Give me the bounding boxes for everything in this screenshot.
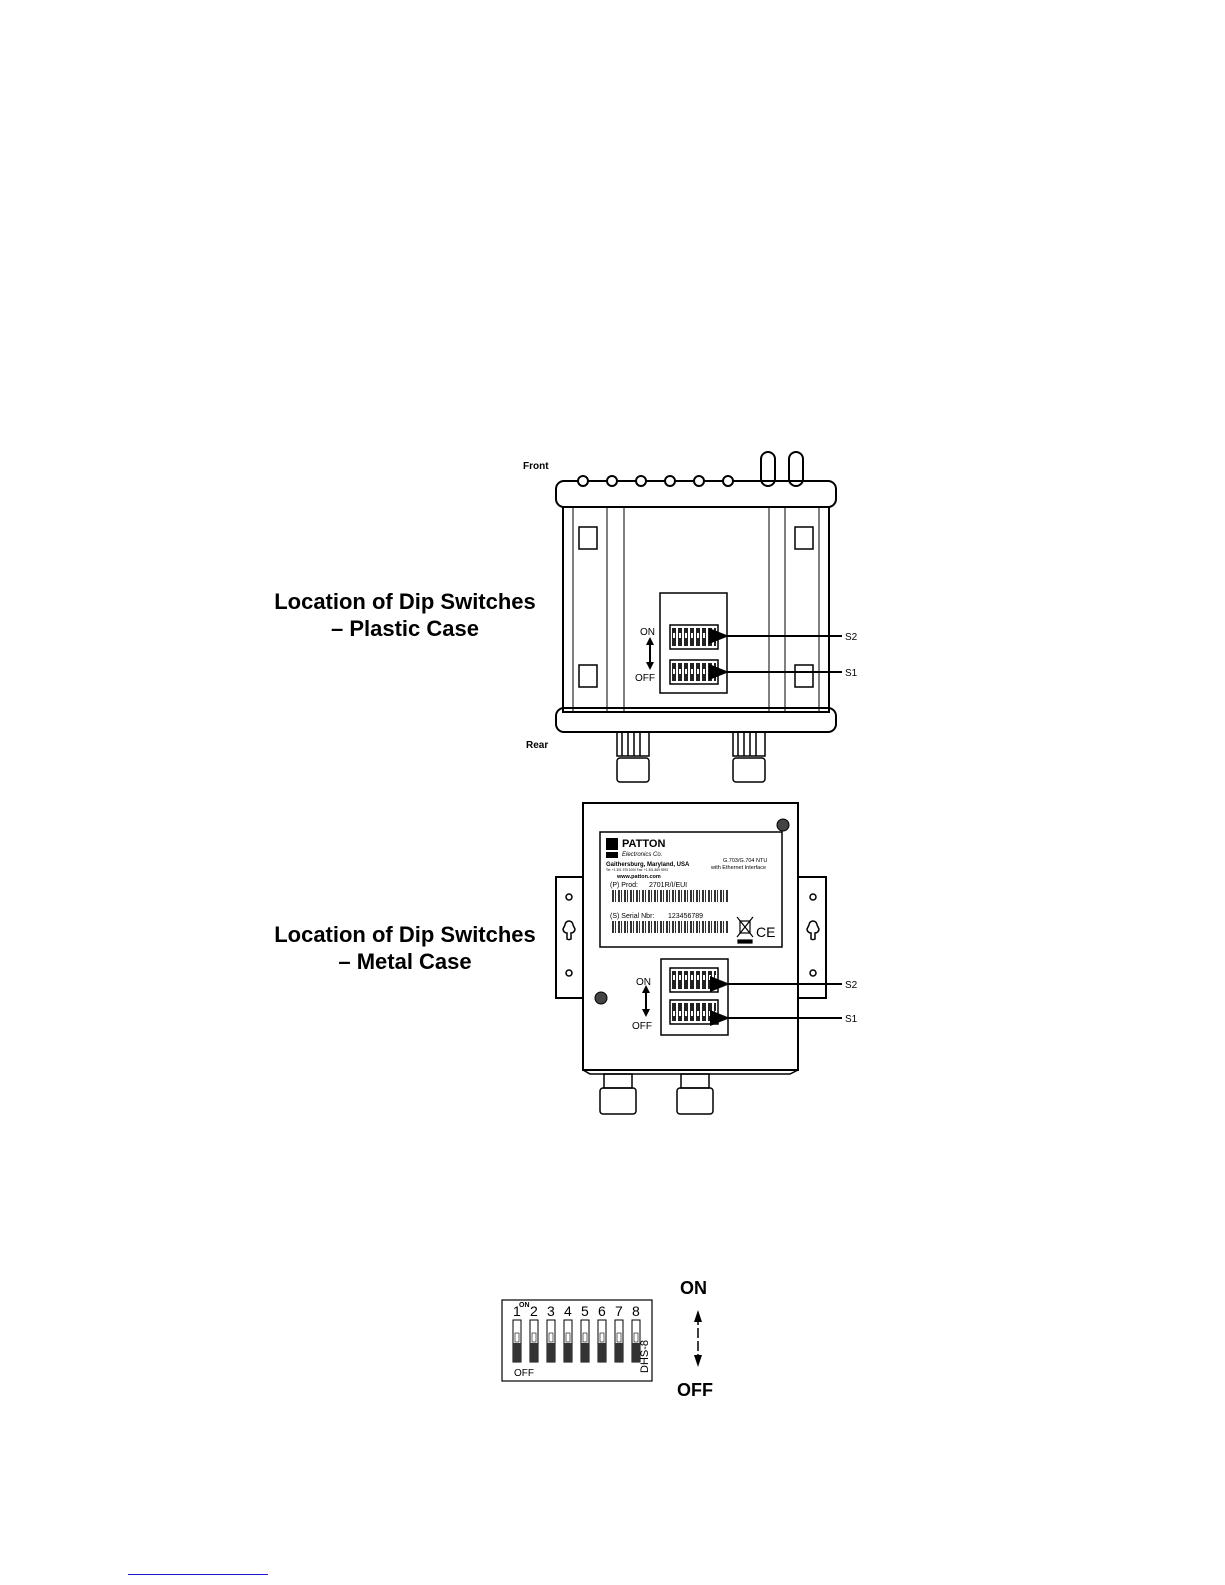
metal-case-caption: Location of Dip Switches – Metal Case bbox=[255, 921, 555, 975]
dip-on-label: ON bbox=[519, 1302, 530, 1309]
screw-bottom-left bbox=[594, 991, 608, 1005]
plastic-off-label: OFF bbox=[635, 673, 655, 684]
dip-switch-body bbox=[501, 1299, 653, 1382]
dip-lever-2 bbox=[530, 1343, 538, 1362]
metal-off-label: OFF bbox=[632, 1021, 652, 1032]
dip-knob-6 bbox=[599, 1332, 605, 1343]
product-desc-line2: with Ethernet Interface bbox=[710, 865, 766, 871]
serial-value: 123456789 bbox=[668, 913, 703, 920]
prod-label: (P) Prod: bbox=[610, 882, 638, 889]
plastic-bottom-rail bbox=[555, 707, 837, 733]
prod-value: 2701R/I/EUI bbox=[649, 882, 687, 889]
address-text: Gaithersburg, Maryland, USA bbox=[606, 862, 690, 868]
metal-switch-window bbox=[660, 958, 729, 1036]
dip-lever-8 bbox=[632, 1343, 640, 1362]
front-connectors bbox=[577, 475, 734, 487]
contact-text: Tel: +1 301 975 1000 Fax: +1 301 869 929… bbox=[606, 868, 668, 872]
metal-labels: PATTON Electronics Co. Gaithersburg, Mar… bbox=[606, 838, 858, 1032]
plastic-s2-label: S2 bbox=[845, 632, 858, 643]
plastic-case-caption: Location of Dip Switches – Plastic Case bbox=[255, 588, 555, 642]
right-flange bbox=[798, 876, 827, 999]
antenna-left bbox=[760, 451, 776, 487]
dip-number-6: 6 bbox=[598, 1303, 606, 1319]
weee-bin-icon bbox=[736, 916, 754, 944]
dip-lever-4 bbox=[564, 1343, 572, 1362]
arrow-down-icon bbox=[694, 1355, 702, 1367]
dip-number-4: 4 bbox=[564, 1303, 572, 1319]
antenna-right bbox=[788, 451, 804, 487]
dip-knob-5 bbox=[582, 1332, 588, 1343]
plastic-labels: Front Rear ON OFF S2 S1 bbox=[523, 461, 858, 751]
dip-number-2: 2 bbox=[530, 1303, 538, 1319]
website-text: www.patton.com bbox=[616, 874, 661, 880]
left-flange bbox=[555, 876, 583, 999]
patton-logo-icon bbox=[606, 838, 618, 850]
plastic-on-label: ON bbox=[640, 627, 655, 638]
dip-off-label: OFF bbox=[514, 1368, 534, 1379]
dip-knob-3 bbox=[548, 1332, 554, 1343]
footnote-rule bbox=[128, 1574, 268, 1575]
dip-knob-1 bbox=[514, 1332, 520, 1343]
rear-label: Rear bbox=[526, 740, 548, 751]
front-label: Front bbox=[523, 461, 549, 472]
metal-s1-label: S1 bbox=[845, 1014, 858, 1025]
dip-knob-2 bbox=[531, 1332, 537, 1343]
dip-number-8: 8 bbox=[632, 1303, 640, 1319]
metal-bnc-connectors bbox=[599, 1073, 714, 1115]
metal-caption-line2: – Metal Case bbox=[338, 949, 472, 974]
screw-top-right bbox=[776, 818, 790, 832]
metal-case bbox=[555, 802, 842, 1115]
dip-knob-4 bbox=[565, 1332, 571, 1343]
dip-number-1: 1 bbox=[513, 1303, 521, 1319]
patton-logo-text: PATTON bbox=[622, 838, 665, 850]
arrow-up-icon bbox=[694, 1310, 702, 1322]
rear-connectors bbox=[616, 731, 766, 783]
product-label bbox=[599, 831, 783, 948]
metal-caption-line1: Location of Dip Switches bbox=[274, 922, 536, 947]
metal-on-label: ON bbox=[636, 977, 651, 988]
product-desc-line1: G.703/G.704 NTU bbox=[723, 858, 767, 864]
serial-barcode bbox=[610, 921, 728, 933]
plastic-body bbox=[562, 506, 830, 713]
arrow-off-label: OFF bbox=[677, 1380, 713, 1400]
dip-knob-7 bbox=[616, 1332, 622, 1343]
plastic-caption-line1: Location of Dip Switches bbox=[274, 589, 536, 614]
plastic-case bbox=[555, 451, 842, 783]
plastic-s1-label: S1 bbox=[845, 668, 858, 679]
arrow-on-label: ON bbox=[680, 1278, 707, 1298]
serial-label: (S) Serial Nbr: bbox=[610, 913, 654, 920]
prod-barcode bbox=[610, 890, 728, 902]
dip-lever-7 bbox=[615, 1343, 623, 1362]
dip-number-7: 7 bbox=[615, 1303, 623, 1319]
dip-levers bbox=[512, 1319, 641, 1363]
dip-lever-1 bbox=[513, 1343, 521, 1362]
metal-body bbox=[582, 802, 799, 1071]
patton-logo-subtext: Electronics Co. bbox=[622, 852, 662, 858]
dip-number-5: 5 bbox=[581, 1303, 589, 1319]
dip-lever-3 bbox=[547, 1343, 555, 1362]
plastic-caption-line2: – Plastic Case bbox=[331, 616, 479, 641]
dip-knob-8 bbox=[633, 1332, 639, 1343]
metal-s2-label: S2 bbox=[845, 980, 858, 991]
ce-mark: CE bbox=[756, 924, 775, 940]
dip-lever-6 bbox=[598, 1343, 606, 1362]
dip-lever-5 bbox=[581, 1343, 589, 1362]
dip-number-3: 3 bbox=[547, 1303, 555, 1319]
dip-part-label: DHS-8 bbox=[639, 1340, 651, 1373]
